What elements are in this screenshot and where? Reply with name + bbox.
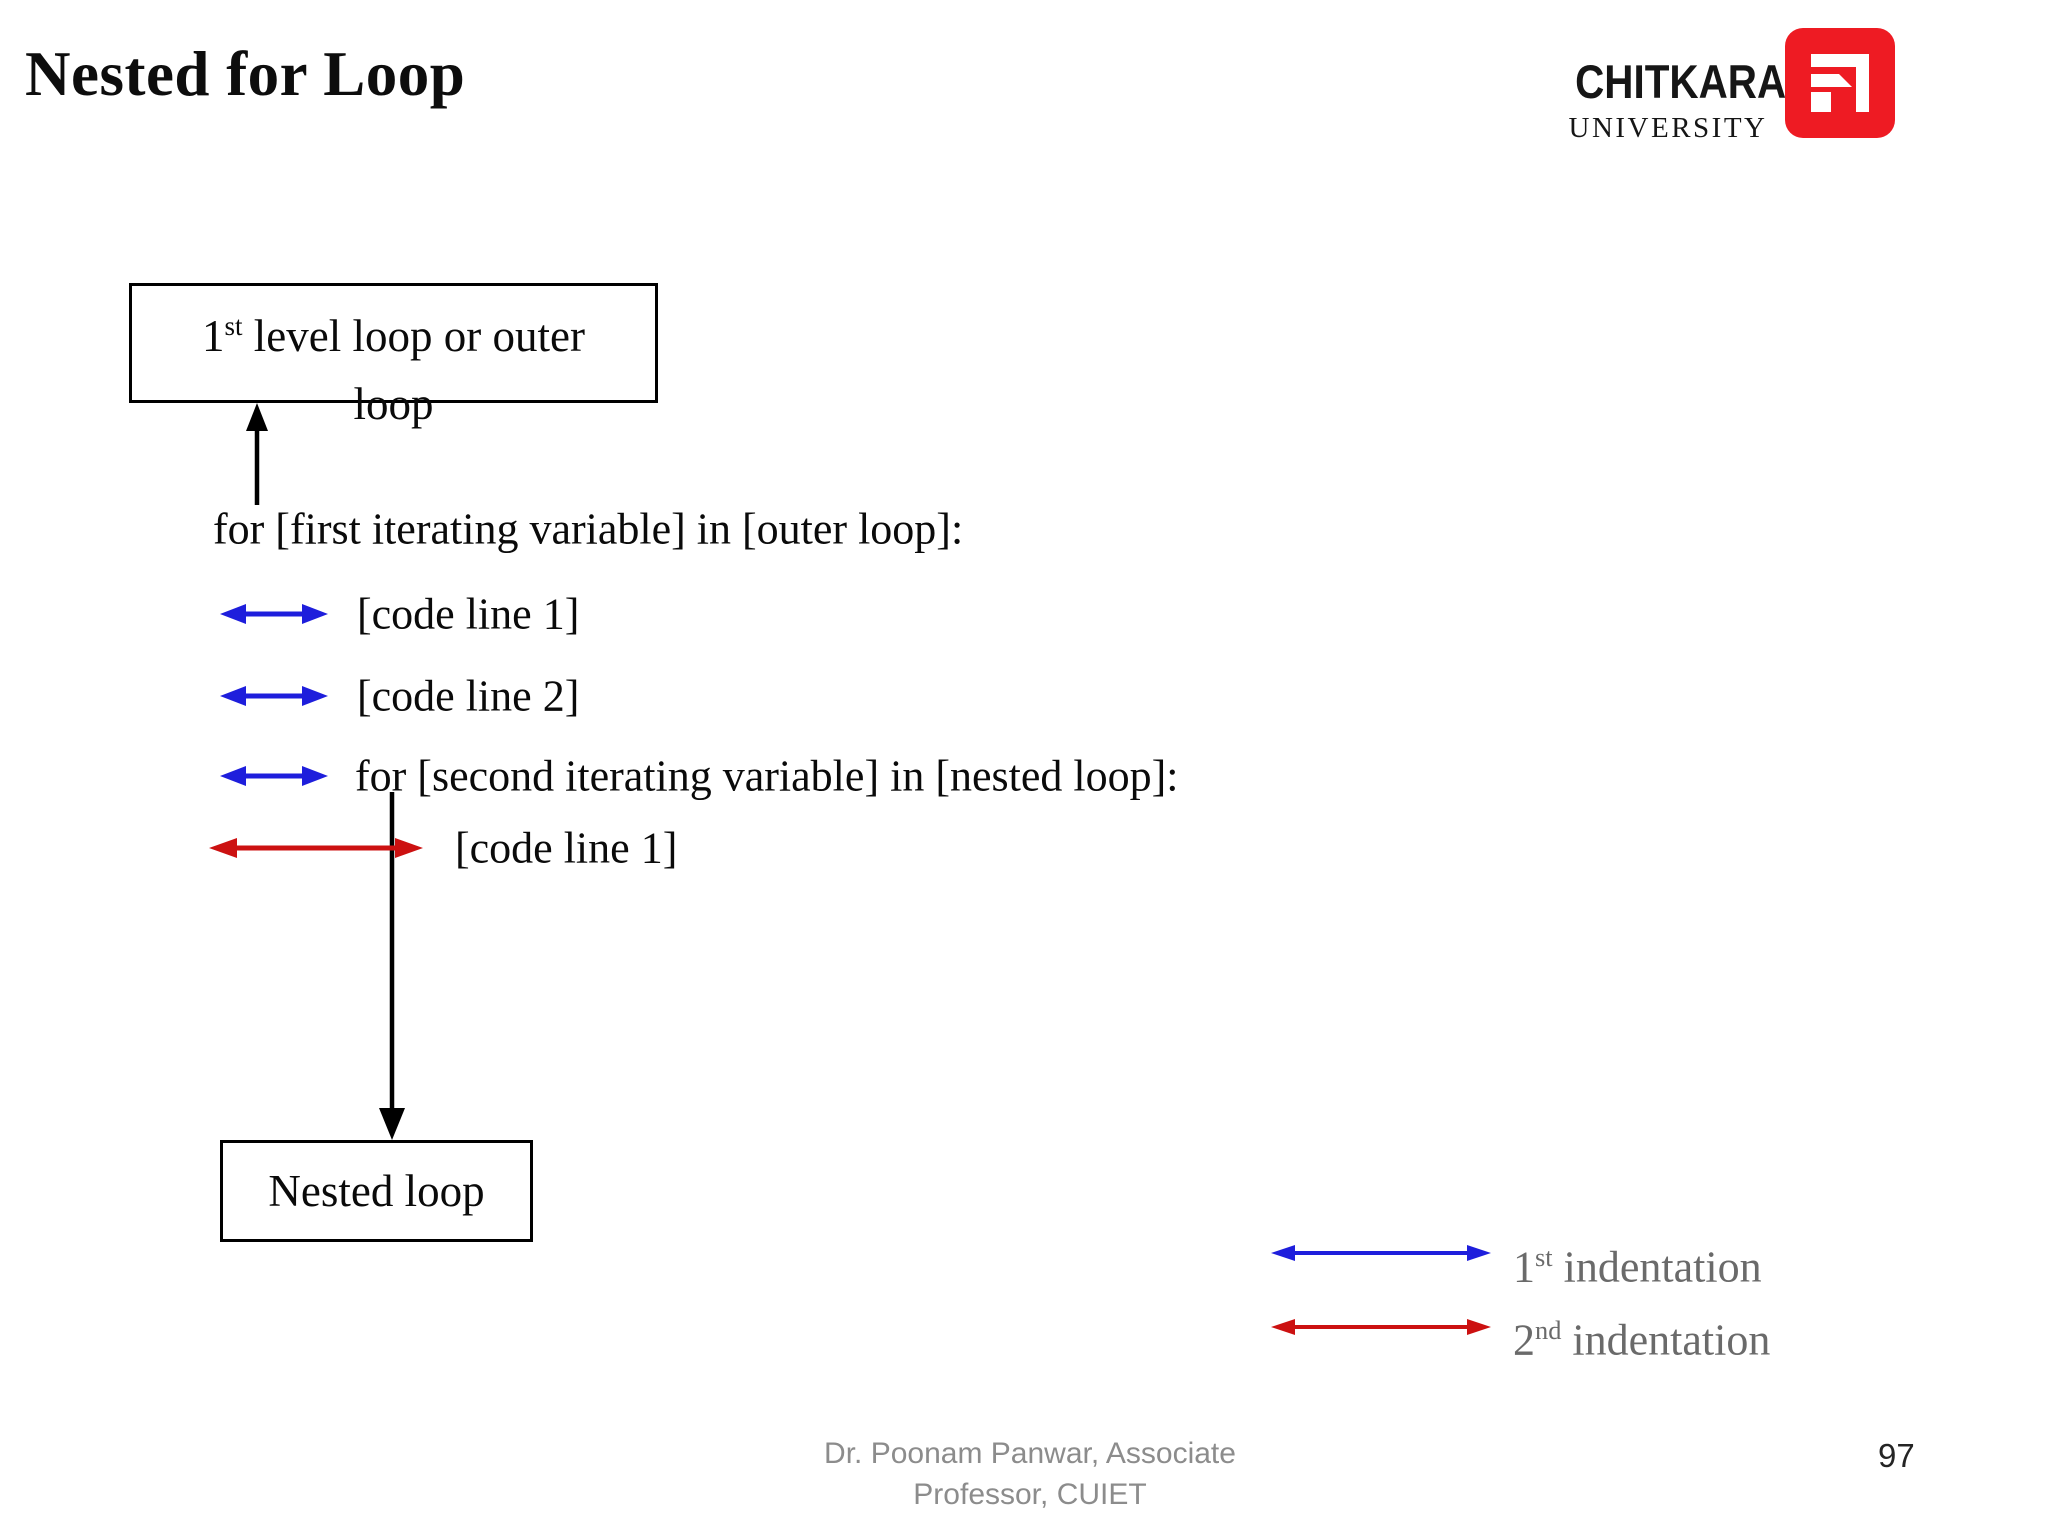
first-indent-arrow-icon bbox=[220, 604, 328, 624]
outer-box-ordinal-suffix: st bbox=[224, 311, 243, 341]
code-line-2: [code line 2] bbox=[357, 671, 580, 721]
outer-for-statement: for [first iterating variable] in [outer… bbox=[213, 504, 964, 554]
nested-code-line-1: [code line 1] bbox=[455, 823, 678, 873]
legend-1-text: indentation bbox=[1552, 1242, 1762, 1292]
legend-1-ordinal: 1 bbox=[1513, 1242, 1535, 1292]
logo-subtitle: UNIVERSITY bbox=[1568, 112, 1768, 144]
nested-loop-box-label: Nested loop bbox=[268, 1166, 485, 1216]
legend-first-indent-arrow-icon bbox=[1271, 1245, 1491, 1261]
page-number: 97 bbox=[1878, 1437, 1915, 1474]
first-indent-arrow-icon bbox=[220, 766, 328, 786]
legend-2-text: indentation bbox=[1561, 1315, 1771, 1365]
first-indent-arrow-icon bbox=[220, 686, 328, 706]
code-line-1: [code line 1] bbox=[357, 589, 580, 639]
university-logo-icon bbox=[1785, 28, 1895, 138]
footer-credit: Dr. Poonam Panwar, Associate Professor, … bbox=[700, 1433, 1360, 1515]
inner-for-statement: for [second iterating variable] in [nest… bbox=[355, 751, 1179, 801]
legend-1-ordinal-suffix: st bbox=[1535, 1241, 1553, 1272]
outer-box-label-line2: loop bbox=[353, 379, 434, 429]
footer-credit-line2: Professor, CUIET bbox=[913, 1478, 1147, 1511]
nested-corner-bars-icon bbox=[1811, 54, 1869, 112]
up-arrow-icon bbox=[246, 403, 268, 505]
university-logo: CHITKARA UNIVERSITY bbox=[1560, 54, 1787, 145]
second-indent-arrow-icon bbox=[209, 838, 423, 858]
legend-first-indent-label: 1st indentation bbox=[1513, 1242, 1762, 1293]
nested-loop-box: Nested loop bbox=[220, 1140, 533, 1242]
legend-second-indent-label: 2nd indentation bbox=[1513, 1315, 1770, 1366]
logo-wordmark: CHITKARA bbox=[1575, 55, 1787, 108]
outer-loop-box-label: 1st level loop or outer loop bbox=[132, 302, 655, 438]
page-title: Nested for Loop bbox=[25, 39, 466, 109]
legend-second-indent-arrow-icon bbox=[1271, 1319, 1491, 1335]
outer-loop-box: 1st level loop or outer loop bbox=[129, 283, 658, 429]
footer-credit-line1: Dr. Poonam Panwar, Associate bbox=[824, 1437, 1236, 1470]
legend-2-ordinal: 2 bbox=[1513, 1315, 1535, 1365]
legend-2-ordinal-suffix: nd bbox=[1535, 1314, 1562, 1345]
outer-box-label-rest: level loop or outer bbox=[242, 311, 585, 361]
outer-box-ordinal: 1 bbox=[202, 311, 225, 361]
